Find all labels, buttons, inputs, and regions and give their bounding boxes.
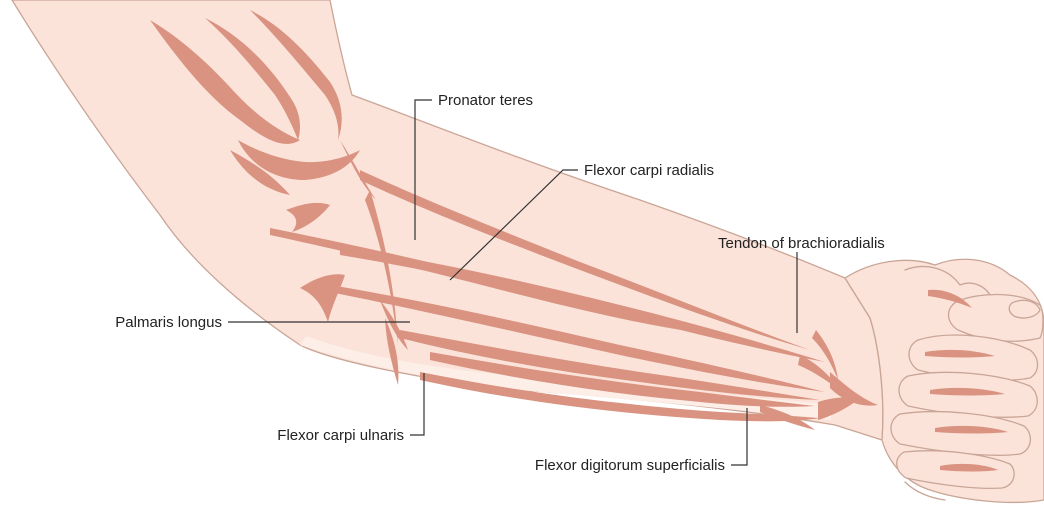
label-tendon-of-brachioradialis: Tendon of brachioradialis	[718, 235, 885, 252]
label-flexor-carpi-radialis: Flexor carpi radialis	[584, 162, 714, 179]
leader-flexor-carpi-ulnaris	[410, 373, 424, 435]
label-pronator-teres: Pronator teres	[438, 92, 533, 109]
label-flexor-digitorum-superficialis: Flexor digitorum superficialis	[535, 457, 725, 474]
label-flexor-carpi-ulnaris: Flexor carpi ulnaris	[277, 427, 404, 444]
forearm-illustration	[12, 0, 1044, 502]
label-palmaris-longus: Palmaris longus	[115, 314, 222, 331]
